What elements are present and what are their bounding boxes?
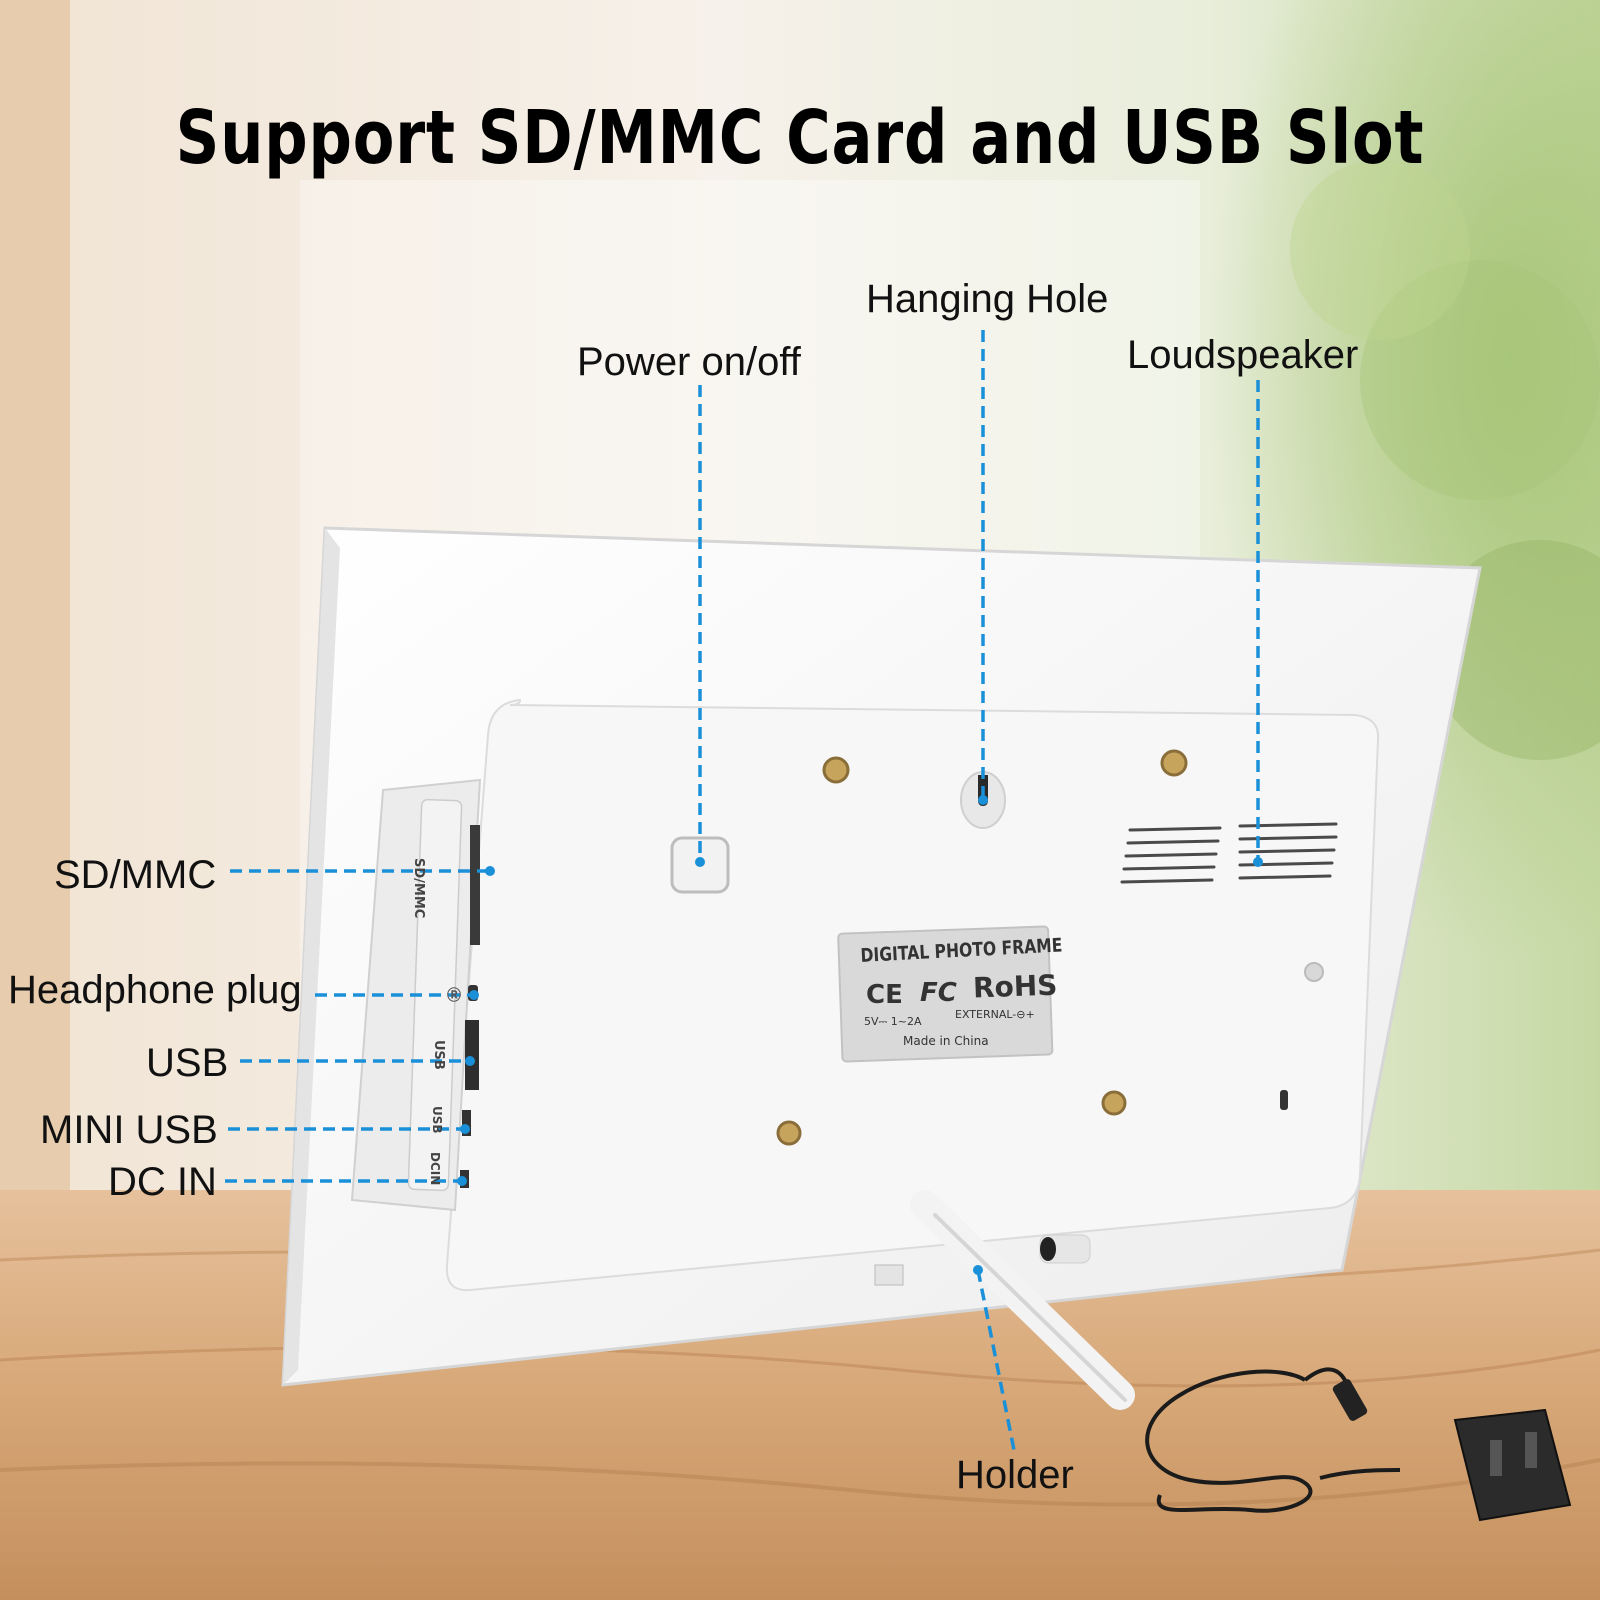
usb-port xyxy=(465,1020,479,1090)
label-origin: Made in China xyxy=(903,1034,989,1048)
callout-holder: Holder xyxy=(956,1453,1074,1497)
stand-hinge-hole xyxy=(1040,1237,1056,1261)
callout-dots xyxy=(457,795,1263,1275)
callout-usb: USB xyxy=(146,1041,229,1085)
product-label xyxy=(837,925,1054,1063)
screw xyxy=(776,1120,802,1146)
adapter-cable xyxy=(1145,1369,1401,1513)
callout-headphone: Headphone plug xyxy=(8,968,302,1012)
side-label-sd-mmc: SD/MMC xyxy=(411,858,426,919)
screw xyxy=(822,756,850,784)
vent-hole xyxy=(1304,962,1324,982)
headline: Support SD/MMC Card and USB Slot xyxy=(175,95,1425,181)
callout-lines xyxy=(225,330,1260,1456)
dc-plug xyxy=(1332,1379,1368,1421)
rohs-mark-icon: RoHS xyxy=(972,968,1058,1005)
callout-hanging-hole: Hanging Hole xyxy=(866,277,1109,321)
frame-edge xyxy=(283,528,340,1385)
foliage-blob xyxy=(1360,260,1600,500)
adapter-prong xyxy=(1490,1440,1502,1476)
holder-stand-shadow xyxy=(933,1213,1127,1402)
fcc-mark-icon: FC xyxy=(920,978,957,1008)
callout-loudspeaker: Loudspeaker xyxy=(1127,333,1359,377)
callout-mini-usb: MINI USB xyxy=(40,1108,218,1152)
curtain-left xyxy=(0,0,70,1200)
side-label-usb: USB xyxy=(431,1040,446,1070)
sd-slot xyxy=(470,825,480,945)
headphone-symbol-icon: Ⓡ xyxy=(447,988,461,1004)
screw xyxy=(1160,749,1188,777)
reset-slot xyxy=(1280,1090,1288,1110)
foliage-blob xyxy=(1290,160,1470,340)
callout-sd-mmc: SD/MMC xyxy=(54,853,217,897)
adapter-prong xyxy=(1525,1432,1537,1468)
label-external: EXTERNAL-⊖+ xyxy=(955,1008,1035,1021)
callout-power: Power on/off xyxy=(577,340,801,384)
ce-mark-icon: CE xyxy=(866,980,903,1010)
power-adapter xyxy=(1453,1408,1572,1522)
screw xyxy=(1101,1090,1127,1116)
callout-dc-in: DC IN xyxy=(108,1160,217,1204)
stand-clip xyxy=(874,1264,904,1286)
side-label-dc-in: DCIN xyxy=(428,1152,442,1186)
loudspeaker-grille xyxy=(1120,822,1338,884)
side-label-mini-usb: USB xyxy=(430,1106,444,1134)
label-power-rating: 5V⎓ 1~2A xyxy=(864,1015,922,1028)
mini-usb-port xyxy=(462,1110,471,1136)
wood-grain xyxy=(0,1458,1600,1507)
